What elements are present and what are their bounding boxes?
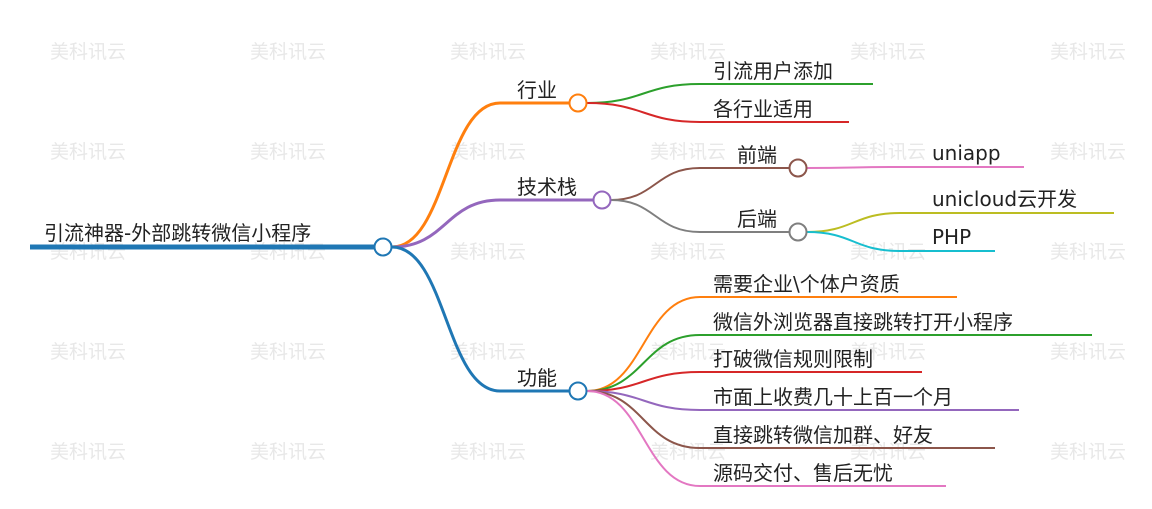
edge bbox=[586, 334, 701, 392]
watermark-text: 美科讯云 bbox=[50, 341, 126, 363]
watermark-text: 美科讯云 bbox=[850, 341, 926, 363]
watermark-text: 美科讯云 bbox=[450, 141, 526, 163]
branch-collapse-toggle[interactable] bbox=[568, 381, 588, 401]
watermark-text: 美科讯云 bbox=[250, 441, 326, 463]
leaf-node-label[interactable]: 市面上收费几十上百一个月 bbox=[713, 385, 953, 409]
watermark-text: 美科讯云 bbox=[650, 241, 726, 263]
watermark-text: 美科讯云 bbox=[650, 441, 726, 463]
watermark-text: 美科讯云 bbox=[850, 441, 926, 463]
watermark-text: 美科讯云 bbox=[850, 141, 926, 163]
edge bbox=[586, 102, 701, 123]
watermark-text: 美科讯云 bbox=[650, 341, 726, 363]
watermark-text: 美科讯云 bbox=[1050, 341, 1126, 363]
watermark-text: 美科讯云 bbox=[50, 41, 126, 63]
watermark-text: 美科讯云 bbox=[50, 441, 126, 463]
edge bbox=[610, 167, 701, 201]
leaf-node-label[interactable]: PHP bbox=[932, 225, 971, 249]
edge bbox=[586, 371, 701, 392]
sub-collapse-toggle[interactable] bbox=[788, 158, 808, 178]
watermark-text: 美科讯云 bbox=[650, 141, 726, 163]
watermark-text: 美科讯云 bbox=[450, 41, 526, 63]
branch-node-label[interactable]: 功能 bbox=[517, 366, 557, 390]
watermark-text: 美科讯云 bbox=[450, 441, 526, 463]
branch-node-label[interactable]: 行业 bbox=[517, 78, 557, 102]
edges bbox=[30, 83, 1114, 487]
edge bbox=[586, 83, 701, 104]
edge bbox=[586, 390, 701, 411]
watermark-text: 美科讯云 bbox=[250, 41, 326, 63]
branch-collapse-toggle[interactable] bbox=[568, 93, 588, 113]
edge bbox=[391, 101, 501, 249]
leaf-node-label[interactable]: 直接跳转微信加群、好友 bbox=[713, 423, 933, 447]
leaf-node-label[interactable]: uniapp bbox=[932, 141, 1001, 165]
watermark-text: 美科讯云 bbox=[1050, 41, 1126, 63]
leaf-node-label[interactable]: 源码交付、售后无忧 bbox=[713, 461, 893, 485]
watermark-text: 美科讯云 bbox=[450, 241, 526, 263]
edge bbox=[391, 198, 501, 249]
edge bbox=[806, 212, 901, 233]
sub-node-label[interactable]: 前端 bbox=[737, 143, 777, 167]
edge bbox=[586, 296, 701, 392]
leaf-node-label[interactable]: unicloud云开发 bbox=[932, 187, 1077, 211]
branch-collapse-toggle[interactable] bbox=[592, 190, 612, 210]
edge bbox=[806, 166, 901, 169]
watermark-text: 美科讯云 bbox=[450, 341, 526, 363]
sub-node-label[interactable]: 后端 bbox=[737, 207, 777, 231]
edge bbox=[586, 390, 701, 487]
leaf-node-label[interactable]: 微信外浏览器直接跳转打开小程序 bbox=[713, 310, 1013, 334]
watermark-text: 美科讯云 bbox=[1050, 441, 1126, 463]
sub-collapse-toggle[interactable] bbox=[788, 222, 808, 242]
watermark-text: 美科讯云 bbox=[250, 341, 326, 363]
branch-node-label[interactable]: 技术栈 bbox=[517, 175, 577, 199]
leaf-node-label[interactable]: 各行业适用 bbox=[713, 97, 813, 121]
watermark-text: 美科讯云 bbox=[50, 141, 126, 163]
watermark-text: 美科讯云 bbox=[250, 141, 326, 163]
watermark-text: 美科讯云 bbox=[650, 41, 726, 63]
leaf-node-label[interactable]: 打破微信规则限制 bbox=[713, 347, 873, 371]
root-collapse-toggle[interactable] bbox=[373, 237, 393, 257]
watermark-text: 美科讯云 bbox=[850, 41, 926, 63]
leaf-node-label[interactable]: 需要企业\个体户资质 bbox=[713, 272, 900, 296]
edge bbox=[586, 390, 701, 449]
edge bbox=[806, 231, 901, 252]
edge bbox=[610, 199, 701, 233]
leaf-node-label[interactable]: 引流用户添加 bbox=[713, 59, 833, 83]
watermark-text: 美科讯云 bbox=[1050, 241, 1126, 263]
watermark-text: 美科讯云 bbox=[1050, 141, 1126, 163]
edge bbox=[391, 245, 501, 393]
root-node-label[interactable]: 引流神器-外部跳转微信小程序 bbox=[44, 221, 311, 245]
